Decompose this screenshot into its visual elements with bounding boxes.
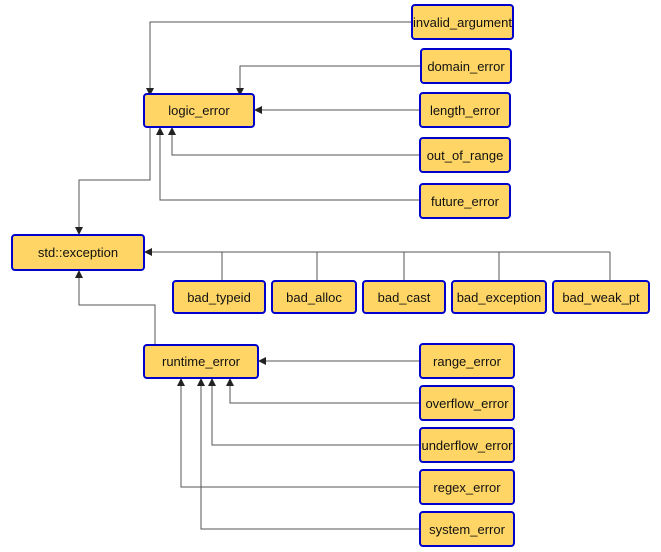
node-system-error[interactable]: system_error [419,511,515,547]
edge-regex-error-to-runtime-error [177,378,419,488]
edge-runtime-error-to-std-exception [75,270,156,344]
edge-invalid-argument-to-logic-error [146,21,411,96]
node-bad-cast[interactable]: bad_cast [362,280,446,314]
node-range-error[interactable]: range_error [419,343,515,379]
node-regex-error[interactable]: regex_error [419,469,515,505]
edge-overflow-error-to-runtime-error [226,378,419,404]
node-bad-exception[interactable]: bad_exception [451,280,547,314]
node-logic-error[interactable]: logic_error [143,93,255,128]
node-std-exception[interactable]: std::exception [11,234,145,271]
node-domain-error[interactable]: domain_error [420,48,512,84]
edge-future-error-to-logic-error [156,127,419,201]
node-runtime-error[interactable]: runtime_error [143,344,259,379]
node-out-of-range[interactable]: out_of_range [419,137,511,173]
node-bad-alloc[interactable]: bad_alloc [271,280,357,314]
edge-logic-error-to-std-exception [75,128,151,235]
node-bad-typeid[interactable]: bad_typeid [172,280,266,314]
edge-domain-error-to-logic-error [236,65,420,96]
node-bad-weak-ptr[interactable]: bad_weak_pt [552,280,650,314]
node-underflow-error[interactable]: underflow_error [419,427,515,463]
node-length-error[interactable]: length_error [419,92,511,128]
node-invalid-argument[interactable]: invalid_argument [411,4,514,40]
edge-out-of-range-to-logic-error [168,127,419,156]
edge-system-error-to-runtime-error [197,378,419,530]
node-future-error[interactable]: future_error [419,183,511,219]
edge-underflow-error-to-runtime-error [208,378,419,446]
node-overflow-error[interactable]: overflow_error [419,385,515,421]
